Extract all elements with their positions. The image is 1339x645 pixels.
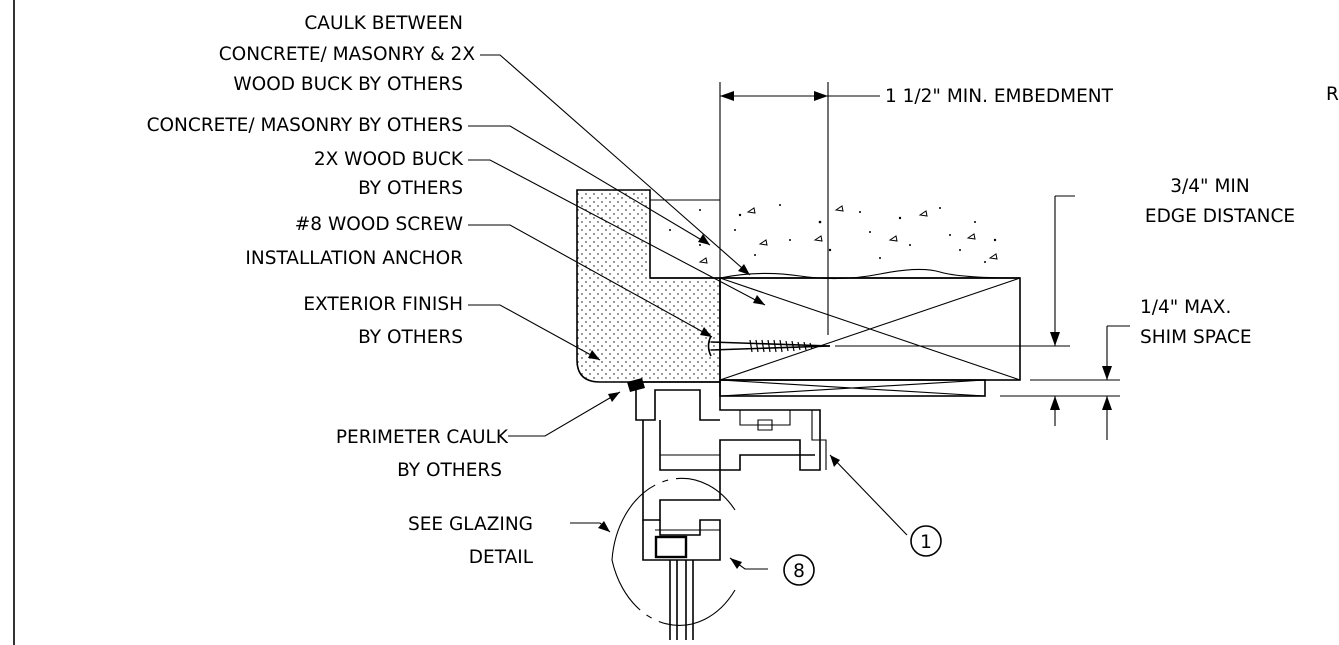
label-edge-distance-2: EDGE DISTANCE (1145, 206, 1295, 227)
label-caulk-between-1: CAULK BETWEEN (304, 13, 463, 34)
label-edge-cut: R (1326, 84, 1339, 105)
glazing-detail-circle (611, 477, 736, 626)
label-screw-2: INSTALLATION ANCHOR (245, 248, 463, 269)
label-perimeter-2: BY OTHERS (397, 460, 502, 481)
wood-screw (707, 335, 1070, 357)
label-perimeter-1: PERIMETER CAULK (336, 427, 509, 448)
edge-distance-dimension (1050, 195, 1075, 346)
label-screw-1: #8 WOOD SCREW (295, 214, 463, 235)
label-caulk-between-2: CONCRETE/ MASONRY & 2X (219, 44, 476, 65)
callout-1: 1 (910, 525, 942, 557)
label-edge-distance-1: 3/4" MIN (1170, 176, 1249, 197)
label-shim-space-2: SHIM SPACE (1140, 327, 1252, 348)
shim-space-dimension (1000, 325, 1130, 440)
window-frame (627, 378, 827, 640)
label-shim-space-1: 1/4" MAX. (1140, 297, 1231, 318)
callout-1-label: 1 (920, 532, 932, 553)
label-finish-2: BY OTHERS (358, 327, 463, 348)
embedment-dimension (719, 82, 880, 335)
label-embedment: 1 1/2" MIN. EMBEDMENT (885, 86, 1114, 107)
label-wood-buck-2: BY OTHERS (358, 178, 463, 199)
exterior-finish (576, 189, 721, 383)
label-caulk-between-3: WOOD BUCK BY OTHERS (233, 74, 463, 95)
wood-buck (719, 277, 1021, 381)
leader-lines (468, 54, 908, 570)
label-glazing-1: SEE GLAZING (408, 514, 533, 535)
shim (719, 379, 986, 397)
callout-8-label: 8 (793, 561, 805, 582)
label-glazing-2: DETAIL (469, 547, 534, 568)
label-wood-buck-1: 2X WOOD BUCK (314, 149, 464, 170)
label-finish-1: EXTERIOR FINISH (303, 294, 463, 315)
callout-8: 8 (783, 554, 815, 586)
label-concrete: CONCRETE/ MASONRY BY OTHERS (147, 115, 463, 136)
